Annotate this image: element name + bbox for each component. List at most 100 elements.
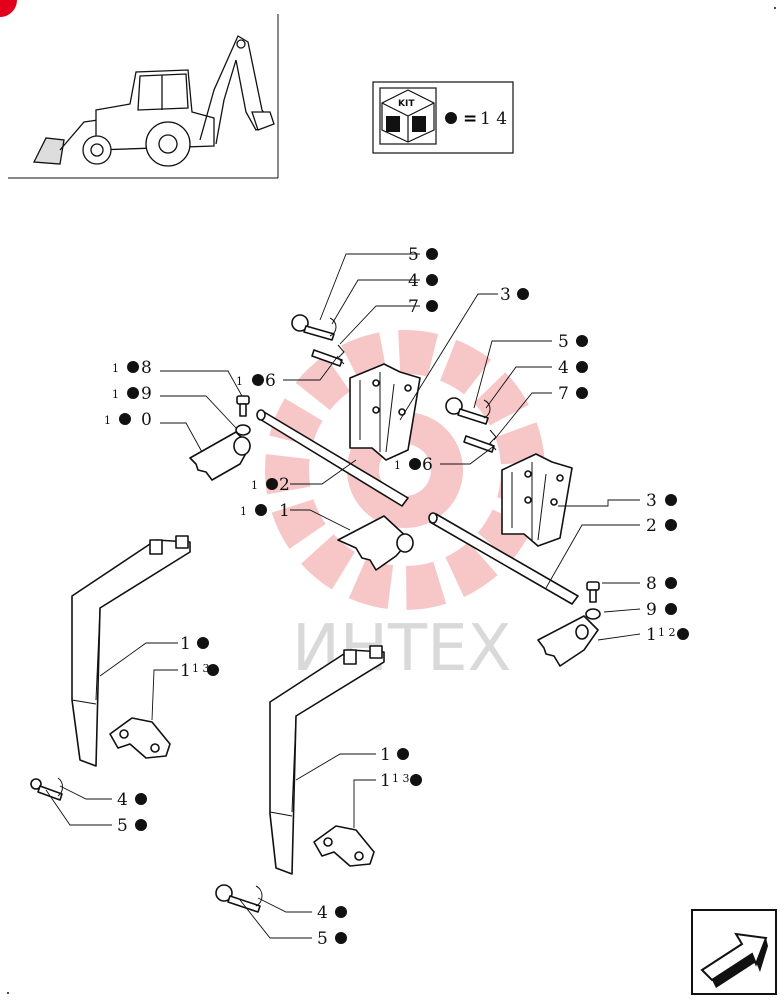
callout-text: 3 [646, 491, 657, 511]
bullet-icon [665, 494, 677, 506]
callout-3a: 3 [500, 285, 529, 305]
bullet-icon [397, 748, 409, 760]
callout-16b: 1 6 [394, 455, 433, 475]
bullet-icon [665, 519, 677, 531]
callout-text: 4 [317, 903, 328, 923]
bullet-icon [426, 300, 438, 312]
pin-5-lower-left [30, 778, 63, 801]
bullet-icon [576, 361, 588, 373]
callout-text: 9 [141, 384, 152, 404]
u-bracket-13-right [313, 825, 375, 867]
callout-9: 9 [646, 600, 677, 620]
bullet-icon [410, 774, 422, 786]
arm-1-right [269, 645, 385, 875]
callout-text: 6 [265, 371, 276, 391]
bolt-8-right [586, 581, 600, 603]
callout-prefix: 1 [112, 388, 119, 401]
callout-prefix: 1 [236, 375, 243, 388]
callout-5b: 5 [558, 332, 588, 352]
callout-text: 8 [646, 574, 657, 594]
bullet-icon [252, 374, 264, 386]
callout-7b: 7 [558, 384, 588, 404]
corner-badge [0, 0, 17, 17]
callout-text: 5 [558, 332, 569, 352]
bullet-icon [665, 603, 677, 615]
callout-4b: 4 [558, 358, 588, 378]
clevis-plate-10 [189, 431, 251, 481]
callout-text: 0 [141, 410, 152, 430]
pin-5-upper-left [291, 314, 335, 341]
callout-12: 1 2 [251, 475, 290, 495]
corner-dot [774, 7, 776, 9]
arm-1-left [71, 535, 191, 767]
callout-text: 6 [422, 455, 433, 475]
machine-thumbnail [8, 14, 279, 179]
callout-prefix: 1 [112, 362, 119, 375]
bullet-icon [426, 248, 438, 260]
bullet-icon [335, 932, 347, 944]
bullet-icon [119, 413, 131, 425]
callout-prefix: 1 [251, 479, 258, 492]
callout-18: 1 8 [112, 358, 152, 378]
clip-4-lower-right [255, 885, 263, 907]
rod-lower [428, 512, 579, 605]
callout-text: 7 [558, 384, 569, 404]
callout-text: 4 [558, 358, 569, 378]
callout-text: 9 [646, 600, 657, 620]
bullet-icon [517, 288, 529, 300]
callout-8: 8 [646, 574, 677, 594]
bullet-icon [135, 793, 147, 805]
bullet-icon [576, 387, 588, 399]
callout-text: 3 [500, 285, 511, 305]
callout-text: 2 [646, 516, 657, 536]
callout-prefix: 1 [646, 625, 657, 645]
pin-5-lower-right [215, 884, 261, 913]
callout-text: 8 [141, 358, 152, 378]
clevis-plate-11 [337, 515, 414, 571]
pin-5-right [445, 397, 489, 425]
callout-4a: 4 [408, 271, 438, 291]
callout-19: 1 9 [112, 384, 152, 404]
kit-quantity: 1 4 [480, 109, 507, 129]
callout-3b: 3 [646, 491, 677, 511]
callout-13a: 1 1 3 [180, 661, 219, 681]
bullet-icon [135, 819, 147, 831]
callout-5a: 5 [408, 245, 438, 265]
bullet-icon [665, 577, 677, 589]
callout-text: 7 [408, 297, 419, 317]
callout-text: 4 [117, 790, 128, 810]
callout-prefix: 1 [104, 414, 111, 427]
bullet-icon [576, 335, 588, 347]
backhoe-loader-icon [32, 35, 275, 167]
callout-16a: 1 6 [236, 371, 276, 391]
callout-11: 1 1 [240, 501, 290, 521]
callout-4d: 4 [317, 903, 347, 923]
washer-9-right [585, 608, 601, 620]
next-page-arrow-icon[interactable] [691, 909, 777, 995]
callout-prefix: 1 [380, 771, 391, 791]
callout-text: 5 [117, 816, 128, 836]
callout-1a: 1 [180, 634, 209, 654]
clip-4-right [483, 399, 491, 419]
bullet-icon [409, 458, 421, 470]
callout-text: 1 3 [192, 662, 210, 675]
pin-7-upper-left [311, 344, 345, 367]
bullet-icon [266, 478, 278, 490]
callout-text: 1 3 [392, 772, 410, 785]
callout-1-12: 1 1 2 [646, 625, 689, 645]
callout-text: 4 [408, 271, 419, 291]
callout-prefix: 1 [394, 459, 401, 472]
callout-prefix: 1 [240, 505, 247, 518]
callout-10: 1 0 [104, 410, 152, 430]
kit-equals: = [463, 109, 477, 129]
bullet-icon [127, 361, 139, 373]
washer-9-left [235, 424, 251, 436]
bullet-icon [335, 906, 347, 918]
callout-5d: 5 [317, 929, 347, 949]
callout-text: 1 [180, 634, 191, 654]
callout-4c: 4 [117, 790, 147, 810]
bullet-icon [677, 628, 689, 640]
kit-bullet-icon [445, 112, 457, 124]
rod-upper [256, 409, 409, 507]
